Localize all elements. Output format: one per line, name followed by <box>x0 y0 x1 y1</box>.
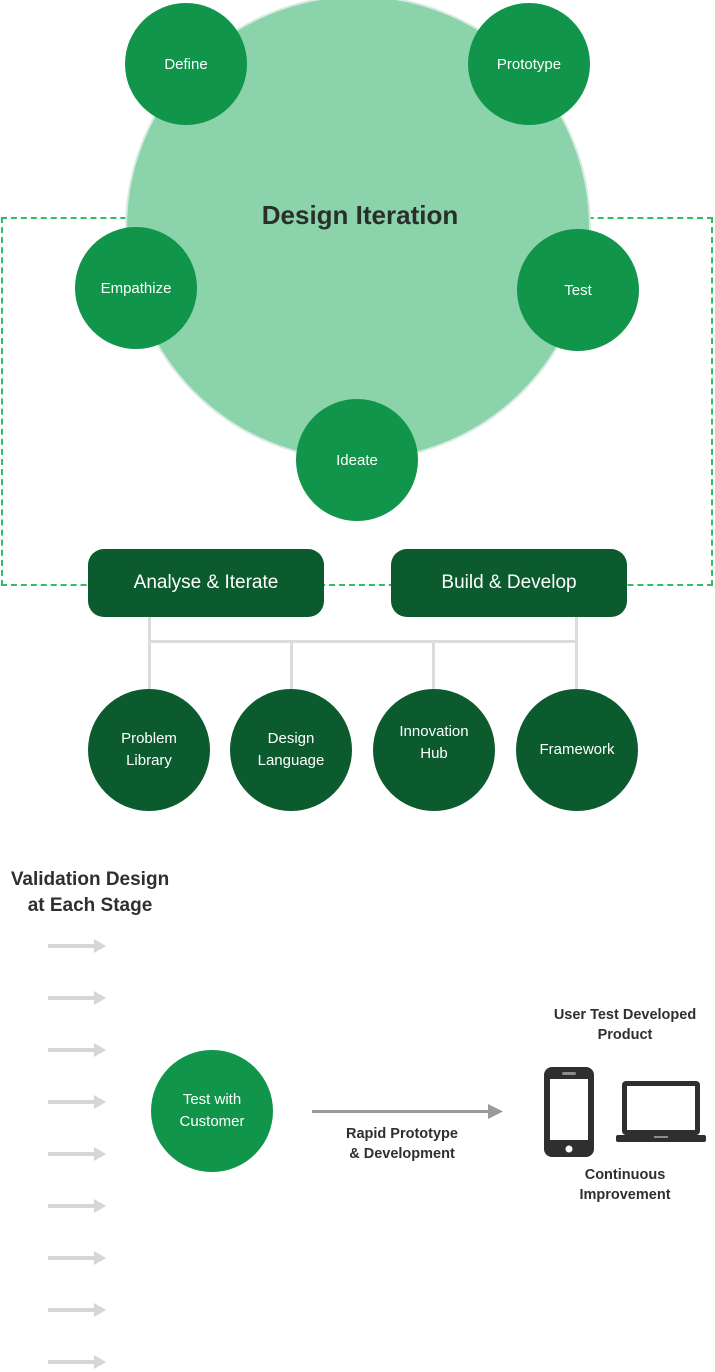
arrow-right-icon <box>48 1355 106 1369</box>
laptop-icon <box>616 1081 706 1142</box>
arrow-right-icon <box>48 1095 106 1109</box>
continuous-line: Continuous <box>584 1167 666 1183</box>
stage-ideate: Ideate <box>296 399 418 521</box>
user-test-line: User Test Developed <box>553 1007 697 1023</box>
arrow-right-icon <box>48 1303 106 1317</box>
continuous-improvement-label: Continuous Improvement <box>535 1165 715 1205</box>
resource-label: Innovation Hub <box>399 723 469 762</box>
connector-line <box>148 640 578 643</box>
design-iteration-title: Design Iteration <box>261 200 459 230</box>
build-develop-pill: Build & Develop <box>391 549 627 617</box>
analyse-iterate-pill: Analyse & Iterate <box>88 549 324 617</box>
resource-label: Problem Library <box>121 730 177 769</box>
stage-prototype: Prototype <box>468 3 590 125</box>
arrow-right-icon <box>48 1043 106 1057</box>
connector-line <box>148 617 151 691</box>
stage-test: Test <box>517 229 639 351</box>
test-with-customer: Test with Customer <box>151 1050 273 1172</box>
validation-title-line: Validation Design <box>10 869 170 890</box>
resource-label: Design Language <box>257 730 325 769</box>
validation-title-line: at Each Stage <box>27 895 153 916</box>
rapid-prototype-line: Rapid Prototype <box>346 1126 458 1142</box>
continuous-line: Improvement <box>579 1187 671 1203</box>
resource-design-language: Design Language <box>230 689 352 811</box>
smartphone-icon <box>544 1067 594 1157</box>
rapid-prototype-label: Rapid Prototype & Development <box>322 1124 482 1164</box>
connector-line <box>432 640 435 691</box>
test-label-line: Test with <box>182 1091 242 1108</box>
arrow-right-icon <box>48 991 106 1005</box>
user-test-line: Product <box>597 1027 653 1043</box>
stage-arrows <box>48 939 106 1369</box>
rapid-prototype-line: & Development <box>349 1146 455 1162</box>
resource-innovation-hub: Innovation Hub <box>373 689 495 811</box>
arrow-right-icon <box>48 1251 106 1265</box>
rapid-prototype-arrow <box>312 1104 503 1119</box>
stage-empathize: Empathize <box>75 227 197 349</box>
arrow-right-icon <box>48 939 106 953</box>
arrow-right-icon <box>48 1199 106 1213</box>
stage-define: Define <box>125 3 247 125</box>
test-label-line: Customer <box>179 1113 245 1130</box>
user-test-label: User Test Developed Product <box>535 1005 715 1045</box>
connector-line <box>575 617 578 691</box>
arrow-right-icon <box>48 1147 106 1161</box>
resource-problem-library: Problem Library <box>88 689 210 811</box>
connector-line <box>290 640 293 691</box>
resource-label: Framework <box>539 741 615 758</box>
resource-framework: Framework <box>516 689 638 811</box>
validation-title: Validation Design at Each Stage <box>0 867 180 919</box>
